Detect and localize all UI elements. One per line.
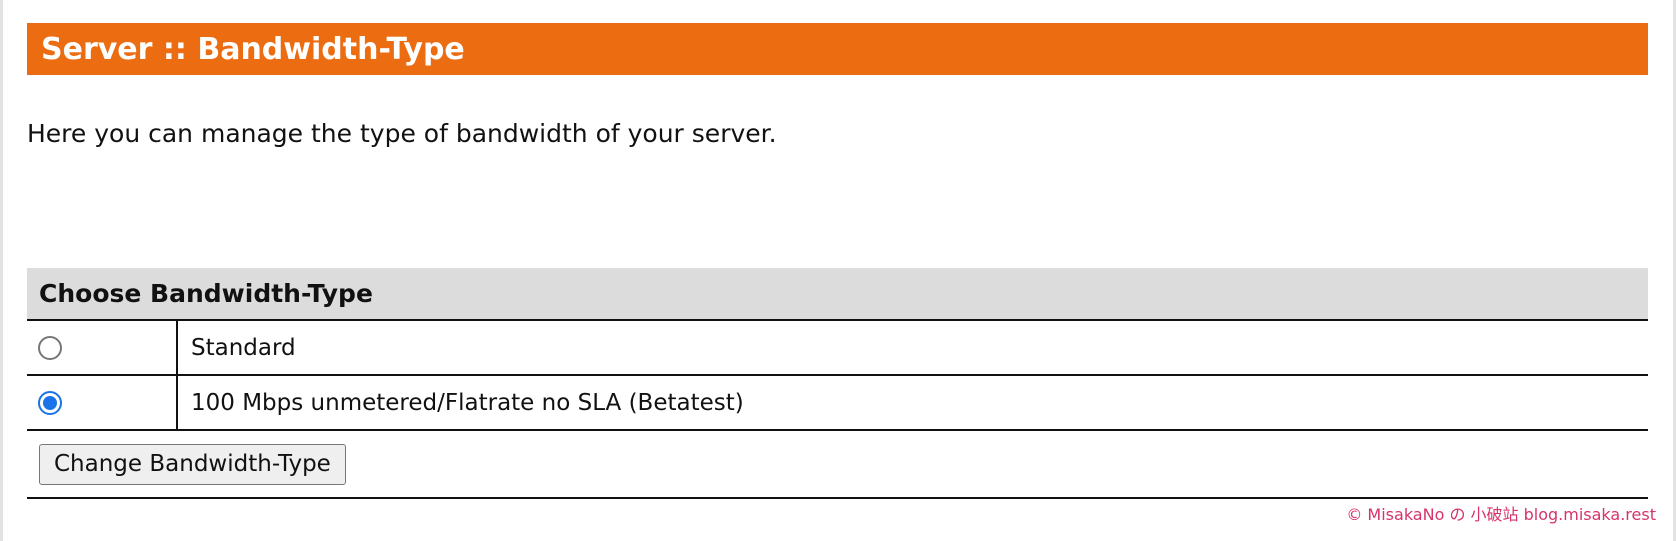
change-bandwidth-type-button[interactable]: Change Bandwidth-Type: [39, 443, 346, 485]
option-row-standard: Standard: [27, 321, 1648, 376]
form-header: Choose Bandwidth-Type: [27, 268, 1648, 321]
watermark-text: © MisakaNo の 小破站 blog.misaka.rest: [1346, 505, 1656, 524]
radio-unmetered[interactable]: [38, 390, 62, 415]
intro-text: Here you can manage the type of bandwidt…: [27, 119, 777, 148]
option-label-standard: Standard: [191, 334, 296, 361]
option-label-unmetered: 100 Mbps unmetered/Flatrate no SLA (Beta…: [191, 389, 744, 416]
radio-cell: [27, 376, 178, 429]
bandwidth-type-form: Choose Bandwidth-Type Standard 100 Mbps …: [27, 268, 1648, 499]
page-title: Server :: Bandwidth-Type: [41, 31, 465, 67]
page-left-border: [0, 0, 3, 541]
form-title: Choose Bandwidth-Type: [39, 279, 373, 308]
radio-cell: [27, 321, 178, 374]
button-row: Change Bandwidth-Type: [27, 431, 1648, 499]
option-row-unmetered: 100 Mbps unmetered/Flatrate no SLA (Beta…: [27, 376, 1648, 431]
radio-standard[interactable]: [38, 335, 62, 360]
page-header: Server :: Bandwidth-Type: [27, 23, 1648, 75]
page-right-border: [1673, 0, 1676, 541]
